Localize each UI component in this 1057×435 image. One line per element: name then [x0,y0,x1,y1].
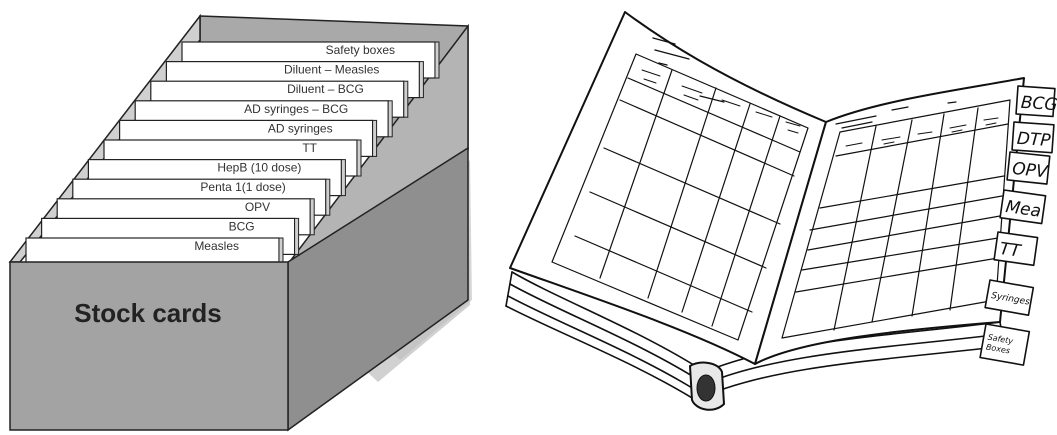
book-tab-label: OPV [1011,159,1050,183]
index-card-label: AD syringes – BCG [244,102,348,116]
book-tab: DTP [1012,122,1054,153]
book-tab-label: BCG [1020,93,1057,116]
book-tab: BCG [1016,86,1057,117]
index-card-label: HepB (10 dose) [217,161,301,175]
book-tab: Mea [1000,190,1045,224]
index-card-label: AD syringes [268,121,333,135]
box-front-label: Stock cards [74,298,221,328]
index-card-label: Safety boxes [326,43,395,57]
index-card-label: Diluent – BCG [287,82,364,96]
index-card-label: Measles [194,239,239,253]
book-tab: OPV [1007,152,1050,184]
index-card-label: Diluent – Measles [284,63,379,77]
book-tab-label: DTP [1016,129,1052,151]
box-front-face [10,262,288,430]
index-card-label: TT [302,141,317,155]
index-card-label: Penta 1(1 dose) [200,180,285,194]
index-card-label: OPV [245,200,270,214]
index-card-label: BCG [229,219,255,233]
book-tab: TT [994,232,1038,265]
